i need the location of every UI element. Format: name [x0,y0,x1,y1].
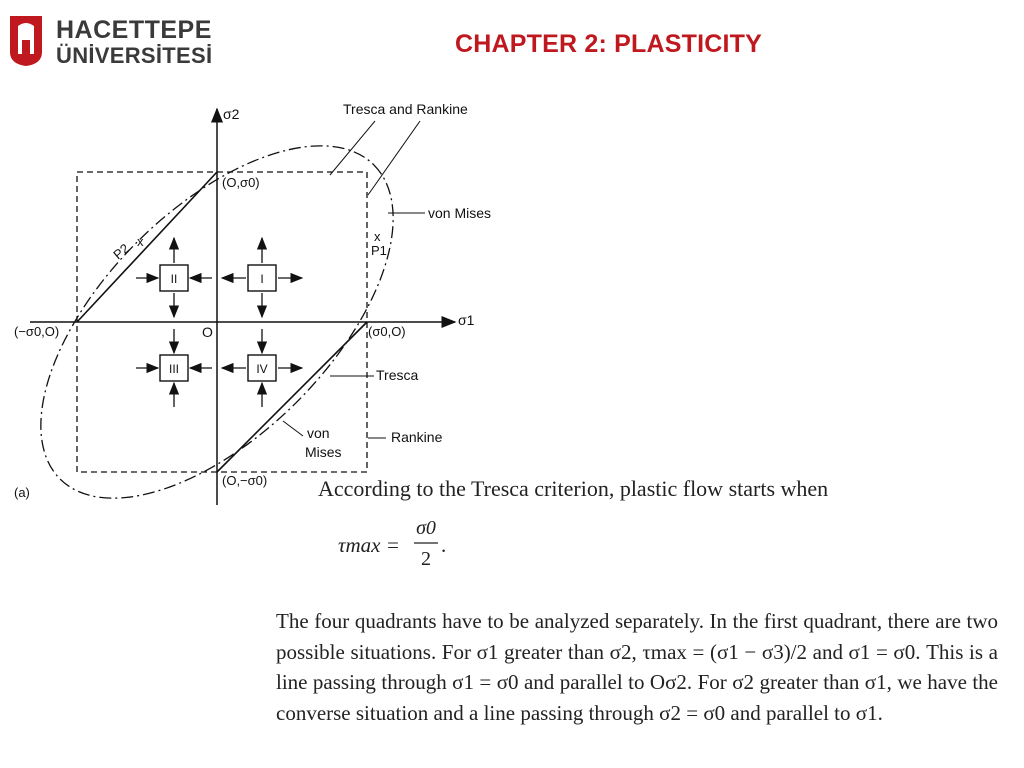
page-title: CHAPTER 2: PLASTICITY [455,30,762,58]
sigma1-axis-label: σ1 [458,312,475,328]
von-mises-inner-label-2: Mises [305,444,342,460]
formula-lhs: τmax = [338,533,400,557]
origin-label: O [202,324,213,340]
von-mises-inner-leader [282,420,304,437]
tresca-rankine-leader-2 [367,120,421,196]
quadrant-element-I: I [220,236,304,319]
point-p1-marker: x [374,229,381,244]
panel-label: (a) [14,485,30,500]
quadrant-analysis-paragraph: The four quadrants have to be analyzed s… [276,609,998,725]
quadrant-label-III: III [169,362,179,376]
point-top-label: (O,σ0) [222,175,260,190]
quadrant-element-III: III [136,329,212,407]
tresca-rankine-label: Tresca and Rankine [343,101,468,117]
quadrant-element-II: II [136,236,212,319]
formula-numerator: σ0 [416,517,436,539]
tresca-label: Tresca [376,367,418,383]
point-bottom-label: (O,−σ0) [222,473,267,488]
quadrant-label-II: II [171,272,178,286]
sigma2-axis-label: σ2 [223,106,240,122]
von-mises-label: von Mises [428,205,491,221]
tresca-rankine-leader-1 [329,120,376,176]
university-name-line1: HACETTEPE [56,16,212,44]
rankine-label: Rankine [391,429,443,445]
tresca-formula: τmax = σ0 2 . [338,517,446,570]
point-left-label: (−σ0,O) [14,324,59,339]
formula-denominator: 2 [421,548,431,570]
point-p2-label: P2 [110,241,132,263]
tresca-intro-text: According to the Tresca criterion, plast… [318,476,829,501]
von-mises-inner-label-1: von [307,425,330,441]
point-p2-marker: x [137,234,144,249]
formula-period: . [441,533,446,557]
von-mises-ellipse [40,145,394,499]
quadrant-label-IV: IV [256,362,267,376]
quadrant-label-I: I [260,272,263,286]
university-logo: HACETTEPE ÜNİVERSİTESİ [6,10,216,70]
point-p1-label: P1 [371,243,387,258]
quadrant-element-IV: IV [220,329,304,407]
yield-criteria-diagram: σ2 σ1 O (O,σ0) (O,−σ0) (−σ0,O) (σ0,O) Tr… [14,101,491,505]
tresca-edge-lower-right [216,321,368,473]
university-name-line2: ÜNİVERSİTESİ [56,43,213,68]
hacettepe-logo-icon [10,16,42,66]
point-right-label: (σ0,O) [368,324,406,339]
tresca-edge-upper-left [76,171,218,323]
